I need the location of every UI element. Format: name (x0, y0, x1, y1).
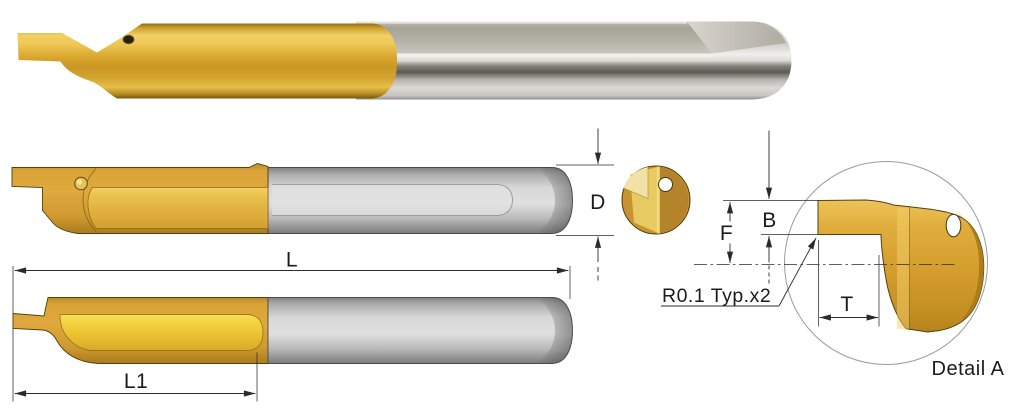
side-view-hole-highlight (76, 179, 83, 185)
dim-L-label: L (286, 249, 298, 272)
dim-D: D (556, 128, 614, 281)
dim-L1-label: L1 (124, 370, 148, 393)
photo-shank-flat-step (687, 21, 786, 54)
bottom-view-insert-panel (59, 314, 264, 351)
dim-L: L (14, 249, 571, 299)
side-view-shank-cap-shade (536, 167, 573, 234)
bottom-view-shank (267, 297, 573, 364)
photo-gold-head (17, 23, 397, 99)
dim-T-label: T (840, 293, 853, 316)
section-top-facet (623, 167, 648, 199)
dim-F-label: F (720, 222, 733, 245)
dim-F-label-bg (719, 221, 734, 244)
detail-highlight-band (897, 208, 909, 329)
dim-B: B (762, 130, 777, 284)
photo-view (17, 21, 792, 100)
dim-L1: L1 (14, 352, 258, 402)
side-view-insert-panel (87, 187, 269, 229)
bottom-view (12, 297, 573, 364)
photo-flat-edge-highlight (356, 53, 715, 57)
side-view (11, 163, 573, 234)
radius-callout-text: R0.1 Typ.x2 (662, 285, 771, 307)
dim-T: T (818, 240, 880, 327)
section-hole (658, 177, 673, 192)
photo-shank-flat (356, 21, 712, 54)
photo-coolant-hole (122, 34, 135, 45)
section-edge-highlight (656, 166, 660, 234)
cross-section-view (621, 165, 691, 235)
radius-callout: R0.1 Typ.x2 (661, 237, 817, 307)
dim-B-label: B (762, 209, 777, 232)
section-facet-lines (623, 167, 649, 199)
side-view-shank-flat (272, 184, 513, 216)
photo-flat-top-highlight (356, 21, 687, 24)
detail-view-label: Detail A (932, 358, 1005, 380)
dim-F: F (719, 202, 734, 263)
side-view-pocket-arc (82, 168, 97, 233)
detail-hole (945, 213, 962, 238)
radius-callout-leader (778, 237, 817, 307)
dim-D-label: D (590, 191, 606, 214)
section-outer-surface (659, 166, 689, 234)
detail-side-facet (956, 212, 984, 320)
detail-dimensions: F B R0.1 Typ.x2 T Detail A (661, 130, 1005, 380)
detail-view (784, 161, 988, 365)
bottom-view-shank-cap-shade (536, 297, 573, 364)
